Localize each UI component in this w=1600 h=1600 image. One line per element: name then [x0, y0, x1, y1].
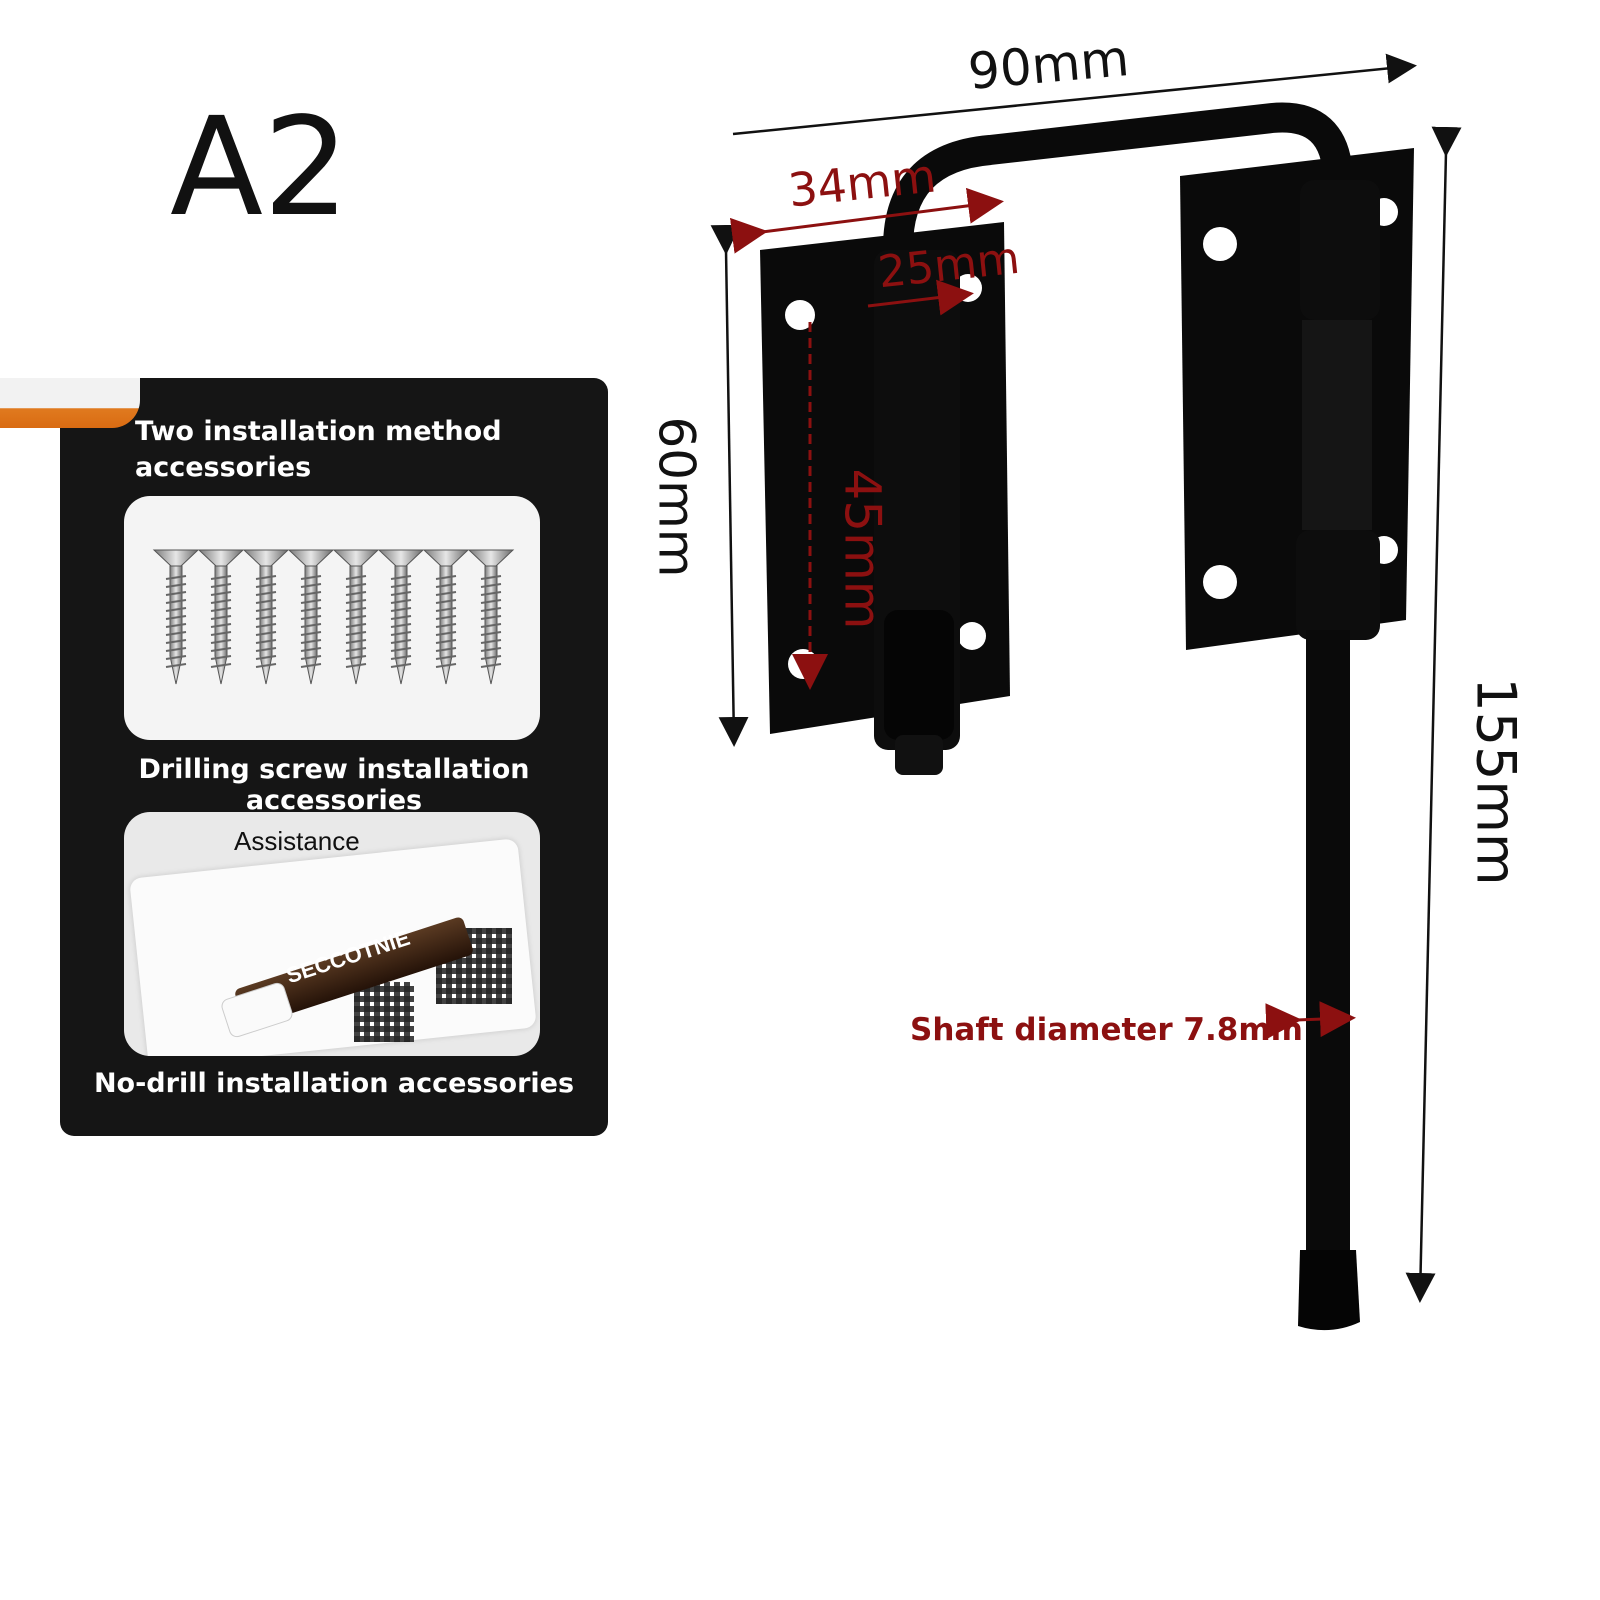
screws-illustration: [152, 549, 515, 685]
dim-line-width: [732, 53, 1417, 136]
glue-caption: No-drill installation accessories: [93, 1068, 575, 1099]
panel-corner-tag: [0, 378, 140, 428]
screw-icon: [287, 549, 335, 685]
dim-total-length-label: 155mm: [1464, 677, 1528, 886]
dim-hole-height-label: 45mm: [833, 468, 892, 630]
dim-line-plate-width: [729, 187, 1004, 254]
screw-icon: [152, 549, 200, 685]
left-barrel: [874, 250, 960, 775]
dim-line-total-length: [1405, 126, 1462, 1303]
model-label: A2: [170, 89, 350, 247]
qr-code-icon: [354, 982, 414, 1042]
latch-shaft: [1298, 630, 1360, 1331]
screw-icon: [467, 549, 515, 685]
dim-line-shaft: [1265, 1001, 1356, 1040]
right-barrel: [1296, 180, 1380, 640]
screws-caption: Drilling screw installation accessories: [138, 754, 530, 816]
dim-plate-height-label: 60mm: [647, 416, 706, 578]
screw-icon: [197, 549, 245, 685]
glue-card: SECCOTNIE Assistance: [124, 812, 540, 1056]
screws-card: [124, 496, 540, 740]
dim-line-plate-height: [710, 224, 749, 747]
screw-icon: [332, 549, 380, 685]
dim-line-hole-spacing: [867, 279, 974, 316]
screw-icon: [242, 549, 290, 685]
screw-icon: [377, 549, 425, 685]
shaft-diameter-label: Shaft diameter 7.8mm: [910, 1012, 1303, 1048]
assist-label: Assistance: [234, 826, 360, 856]
accessories-heading: Two installation method accessories: [135, 416, 502, 483]
screw-icon: [422, 549, 470, 685]
